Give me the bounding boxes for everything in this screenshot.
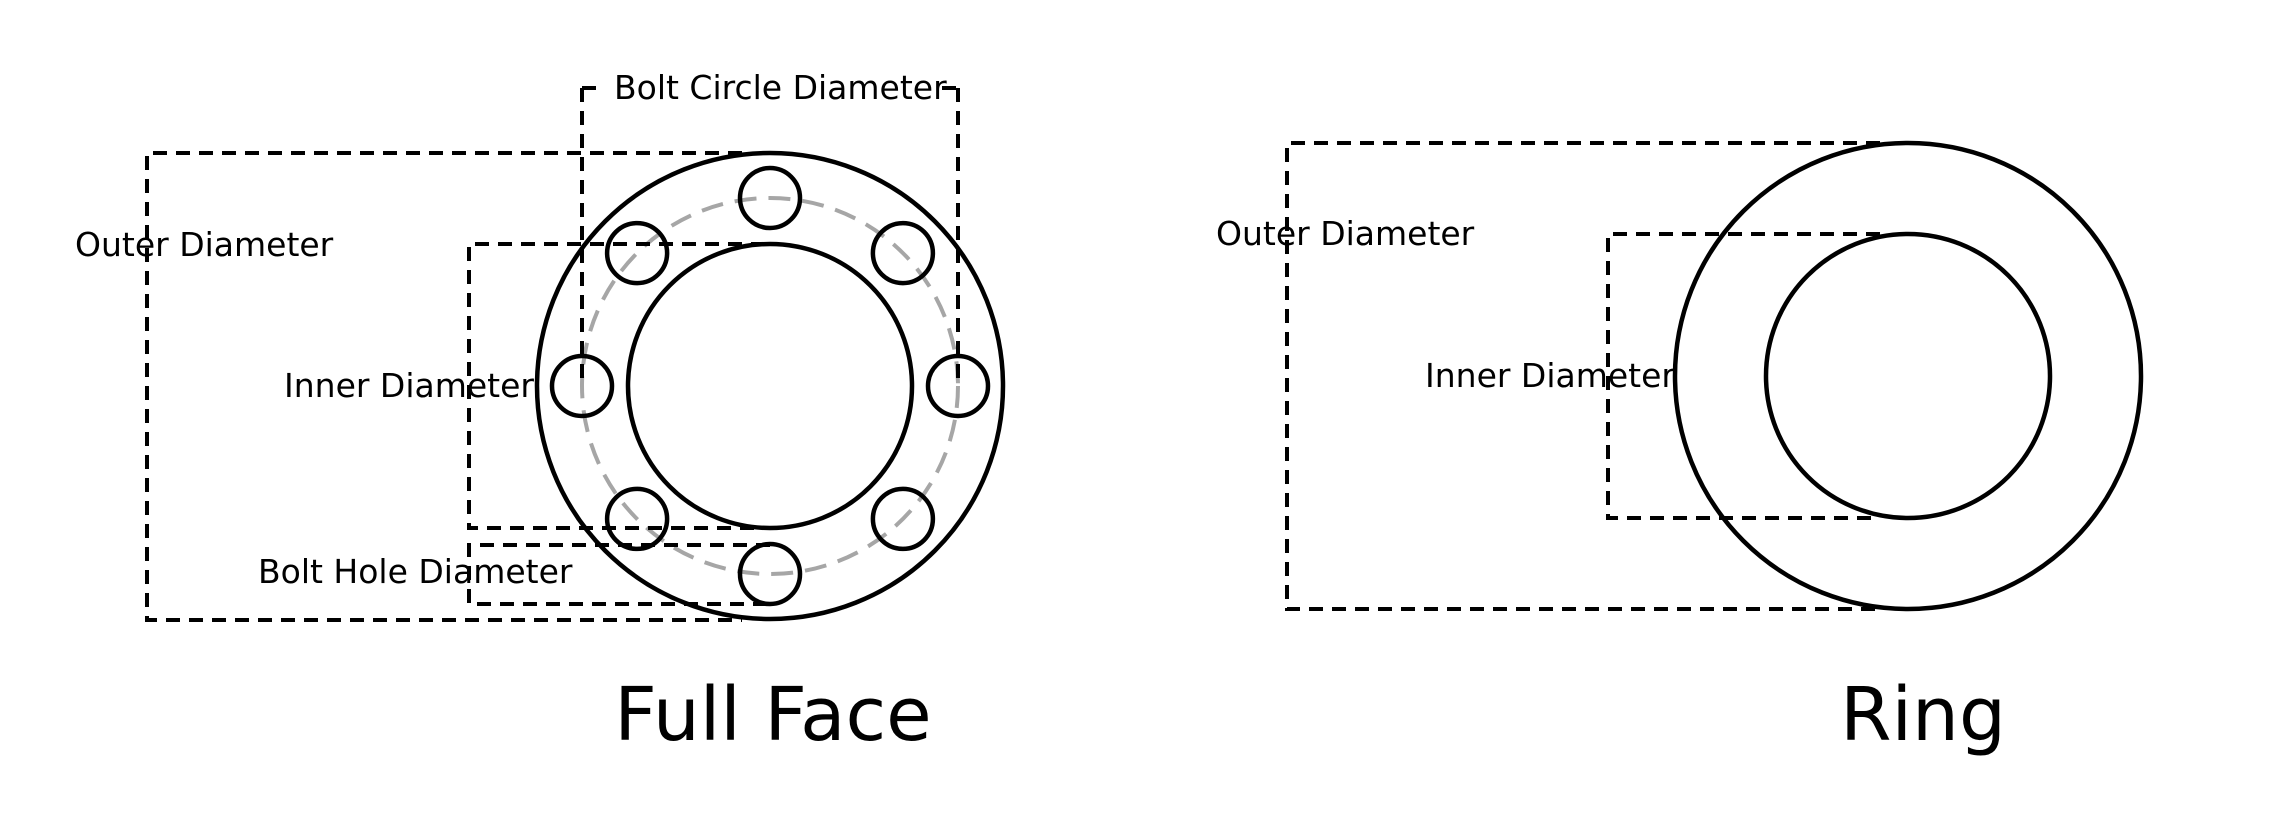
bolt-hole [925,353,991,419]
full-face-inner-diameter-label: Inner Diameter [284,366,534,405]
bolt-hole [604,486,670,552]
bolt-hole-diameter-bracket [467,543,770,606]
bolt-circle-diameter-label: Bolt Circle Diameter [614,68,947,107]
ring-inner-diameter-bracket [1606,232,1880,520]
ring-inner-diameter-label: Inner Diameter [1425,356,1675,395]
bolt-hole-diameter-label: Bolt Hole Diameter [258,552,573,591]
bolt-hole [870,220,936,286]
bolt-circle [580,196,960,576]
ring-title: Ring [1840,672,2006,758]
full-face-inner-circle [625,241,915,531]
full-face-gasket: Bolt Circle Diameter Outer Diameter Inne… [75,68,1006,758]
ring-inner-circle [1763,231,2053,521]
full-face-outer-diameter-bracket [145,151,742,622]
bolt-hole [549,353,615,419]
ring-outer-circle [1672,140,2144,612]
ring-outer-diameter-label: Outer Diameter [1216,214,1475,253]
full-face-title: Full Face [614,672,931,758]
bolt-hole [604,220,670,286]
bolt-hole [870,486,936,552]
full-face-outer-diameter-label: Outer Diameter [75,225,334,264]
full-face-inner-diameter-bracket [467,242,765,530]
ring-gasket: Outer Diameter Inner Diameter Ring [1216,140,2144,758]
bolt-holes [549,165,991,607]
bolt-hole [737,165,803,231]
full-face-outer-circle [534,150,1006,622]
